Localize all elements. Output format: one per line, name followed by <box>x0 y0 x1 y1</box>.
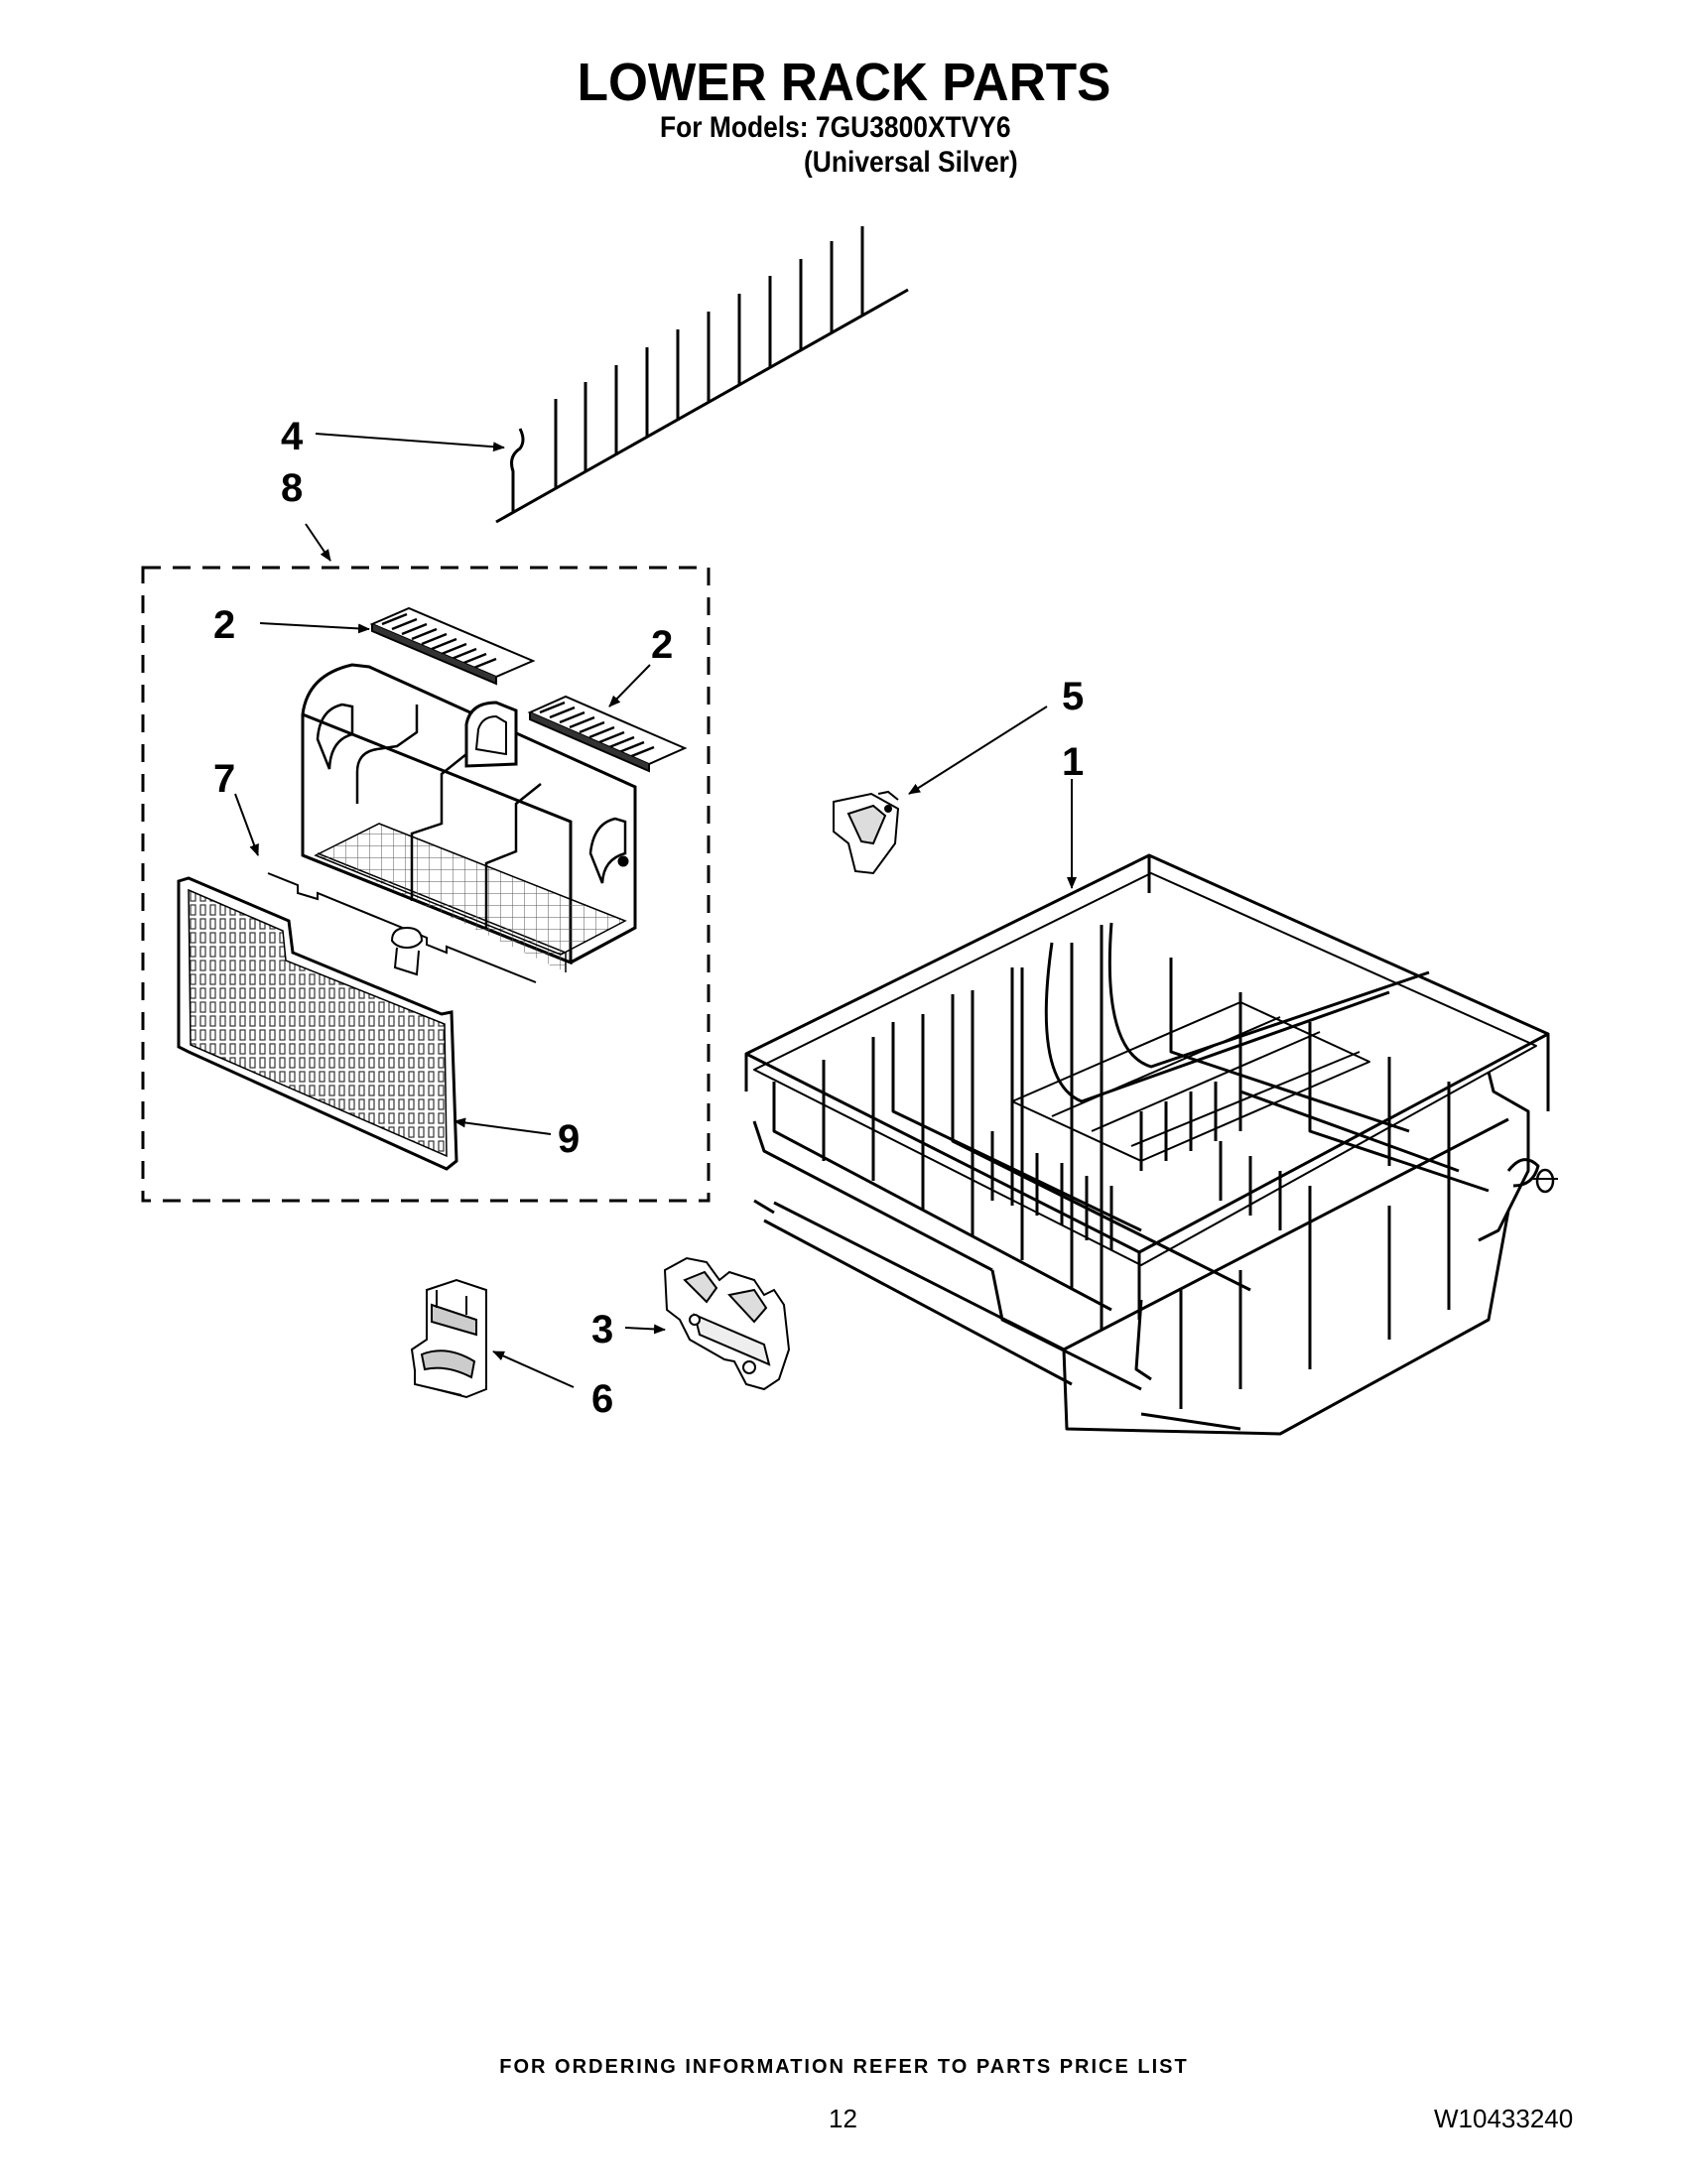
callout-7: 7 <box>213 757 236 801</box>
callout-4: 4 <box>281 415 304 458</box>
rack-bracket-part <box>410 1278 487 1399</box>
callout-2-left: 2 <box>213 603 236 647</box>
rack-clip-part <box>833 790 900 875</box>
rail-holder-part <box>663 1256 791 1391</box>
page-title: LOWER RACK PARTS <box>577 53 1111 112</box>
leader-lines <box>234 433 1077 1388</box>
silverware-basket <box>301 663 637 972</box>
document-number: W10433240 <box>1434 2104 1574 2133</box>
callout-1: 1 <box>1062 740 1085 784</box>
tine-row-part <box>495 226 909 524</box>
basket-front-panel <box>177 876 458 1171</box>
callout-2-right: 2 <box>651 623 674 667</box>
basket-cover-right <box>527 695 688 773</box>
callout-5: 5 <box>1062 675 1085 718</box>
callout-6: 6 <box>591 1377 614 1421</box>
kit-boundary-box <box>141 566 711 1203</box>
lower-dish-rack <box>744 853 1558 1436</box>
basket-cover-left <box>369 606 536 686</box>
basket-handle-rod <box>267 872 537 983</box>
page-number: 12 <box>829 2104 857 2133</box>
callout-3: 3 <box>591 1308 614 1351</box>
variant-line: (Universal Silver) <box>804 146 1018 179</box>
callout-8: 8 <box>281 466 304 510</box>
callout-9: 9 <box>558 1117 581 1161</box>
models-line: For Models: 7GU3800XTVY6 <box>660 111 1011 144</box>
ordering-note: FOR ORDERING INFORMATION REFER TO PARTS … <box>499 2056 1189 2078</box>
